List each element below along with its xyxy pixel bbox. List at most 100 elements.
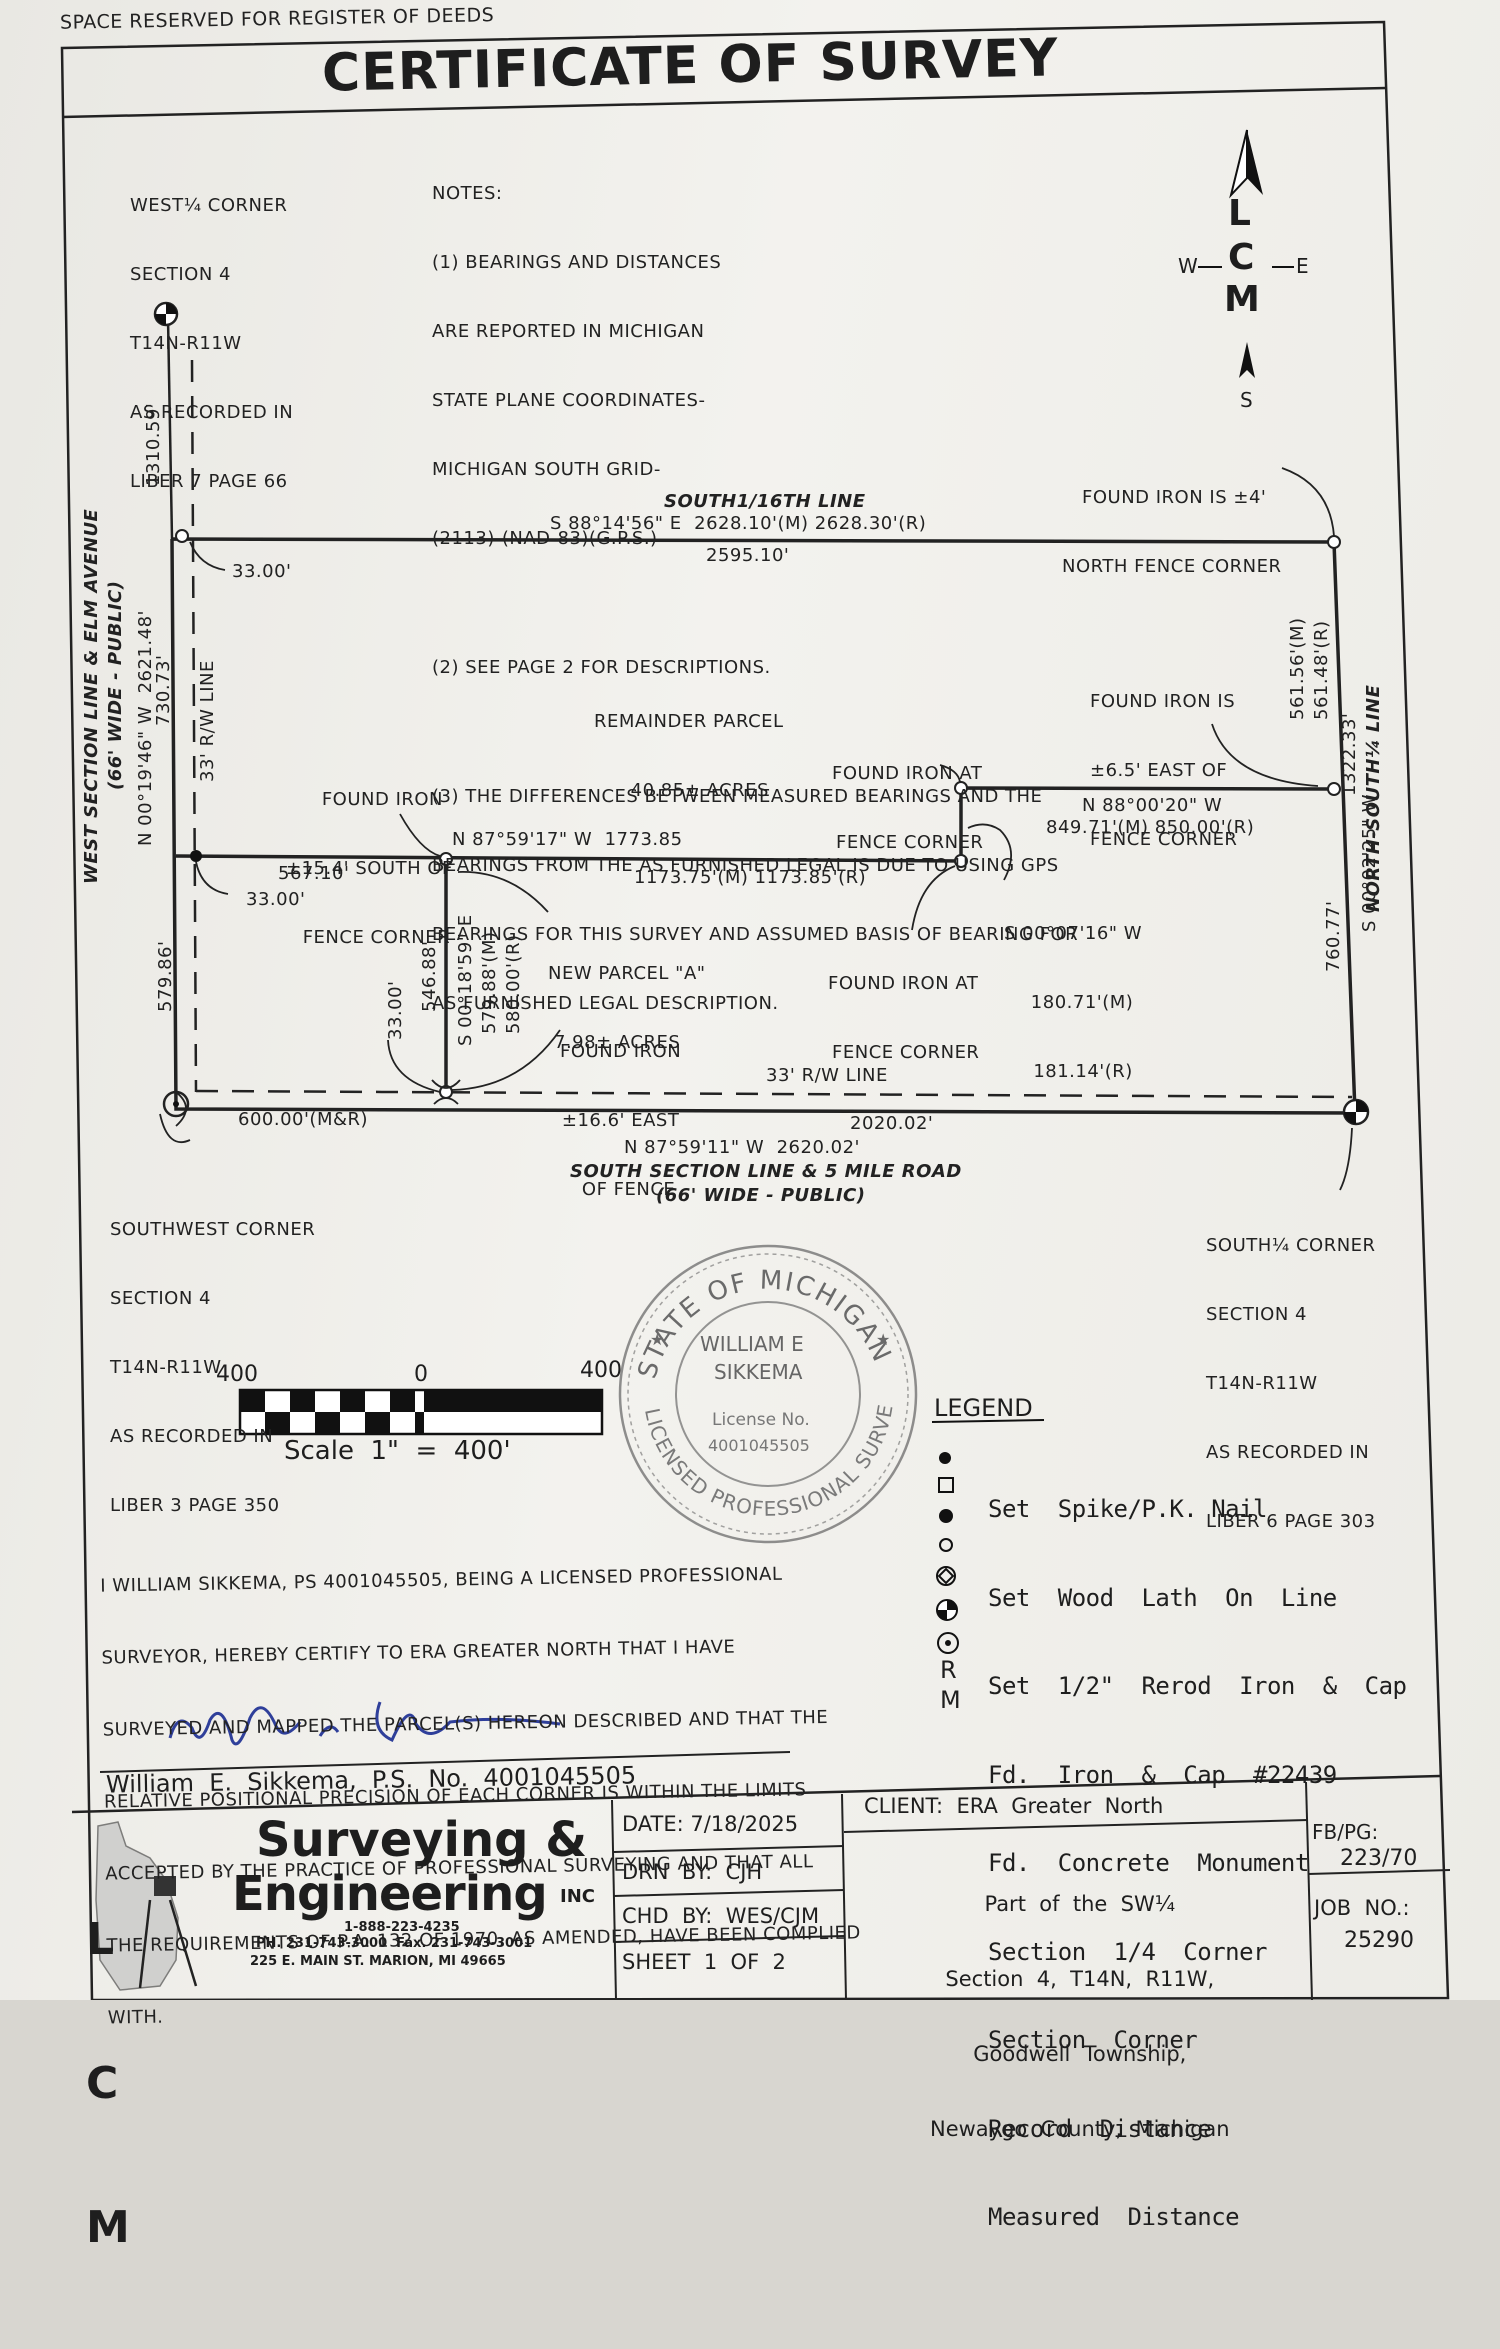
scale-caption: Scale 1" = 400': [284, 1436, 511, 1466]
parcel-a-north-line: [175, 786, 1335, 863]
cert-line: SURVEYED AND MAPPED THE PARCEL(S) HEREON…: [102, 1706, 829, 1741]
label-line: OF FENCE: [581, 1179, 676, 1200]
leader-north-fence: [1281, 467, 1335, 537]
east-line-bearing: S 00°02'25" W: [1359, 793, 1380, 932]
top-line-bearing: S 88°14'56" E 2628.10'(M) 2628.30'(R): [550, 513, 927, 534]
legend-lath-icon: [938, 1477, 954, 1493]
rw-line-33-vertical-label: 33' R/W LINE: [197, 660, 218, 782]
logo-letter: L: [86, 1914, 115, 1965]
corner-line: SOUTH¼ CORNER: [1206, 1235, 1376, 1256]
job-number-label: JOB NO.:: [1314, 1896, 1410, 1920]
notes-line: (1) BEARINGS AND DISTANCES: [432, 252, 722, 273]
location-description: Part of the SW¼ Section 4, T14N, R11W, G…: [930, 1842, 1230, 2192]
new-parcel-label: NEW PARCEL "A" 7.98± ACRES: [548, 916, 706, 1100]
corner-line: LIBER 7 PAGE 66: [130, 471, 288, 492]
north-arrow-icon: [1229, 129, 1263, 378]
label-line: ±6.5' EAST OF: [1090, 760, 1228, 781]
company-name-1: Surveying &: [256, 1812, 588, 1868]
location-line: Goodwell Township,: [973, 2042, 1187, 2066]
legend-item: Set Spike/P.K. Nail: [988, 1495, 1267, 1523]
company-inc: INC: [560, 1886, 595, 1907]
west-quarter-corner-icon: [153, 301, 179, 327]
label-line: 180.71'(M): [1030, 992, 1134, 1013]
east-upper-record: 561.48'(R): [1311, 620, 1332, 720]
south-16th-line-label: SOUTH1/16TH LINE: [664, 491, 866, 512]
label-line: NEW PARCEL "A": [548, 963, 706, 984]
cert-line: WITH.: [107, 2006, 164, 2029]
fd-iron-jog-bottom-icon: [954, 854, 968, 868]
corner-line: SECTION 4: [110, 1288, 211, 1309]
corner-line: SECTION 4: [1206, 1304, 1307, 1325]
legend-item: Set Wood Lath On Line: [988, 1583, 1337, 1612]
leader-jog: [967, 823, 1012, 881]
bottom-line-bearing: N 87°59'11" W 2620.02': [624, 1137, 860, 1158]
corner-line: AS RECORDED IN: [130, 402, 294, 423]
leader-sw-corner: [159, 1113, 191, 1144]
notes-line: NOTES:: [432, 183, 503, 204]
jog-bearing-label: S 00°07'16" W 180.71'(M) 181.14'(R): [1004, 876, 1142, 1129]
top-line-partial-distance: 2595.10': [706, 545, 790, 566]
parcel-a-546-distance: 546.88': [419, 940, 440, 1012]
company-phone-fax: PH. 231-743-3000 Fax. 231-743-3001: [256, 1936, 533, 1951]
found-iron-fence-corner-bottom-label: FOUND IRON AT FENCE CORNER: [828, 926, 979, 1110]
company-tollfree: 1-888-223-4235: [344, 1920, 460, 1935]
west-579-distance: 579.86': [155, 940, 176, 1012]
legend-symbols: [931, 1419, 1045, 1654]
mid-right-distance: 849.71'(M) 850.00'(R): [1046, 817, 1255, 838]
legend-title: LEGEND: [934, 1394, 1033, 1422]
client-name: CLIENT: ERA Greater North: [864, 1794, 1164, 1818]
location-line: Part of the SW¼: [984, 1892, 1176, 1916]
corner-line: LIBER 6 PAGE 303: [1206, 1511, 1376, 1532]
signature-rule: [99, 1751, 791, 1773]
leader-15-south: [399, 813, 441, 857]
legend-fd-iron-icon: [939, 1538, 953, 1552]
label-line: FOUND IRON AT: [832, 763, 983, 784]
fd-iron-parcel-a-ne-icon: [439, 852, 453, 866]
corner-line: SOUTHWEST CORNER: [110, 1219, 316, 1240]
leader-sw-corner-tick: [175, 1091, 187, 1127]
corner-line: T14N-R11W: [130, 333, 242, 354]
legend-item: Measured Distance: [988, 2203, 1240, 2231]
label-line: NORTH FENCE CORNER: [1062, 556, 1282, 577]
notes-line: (2113)-(NAD-83)(G.P.S.): [432, 528, 658, 549]
south-quarter-corner-icon: [1342, 1098, 1370, 1126]
north-arrow-s: S: [1240, 388, 1253, 412]
leader-parcel-a-tick2: [433, 1097, 459, 1105]
label-line: REMAINDER PARCEL: [594, 711, 784, 732]
leader-fence-corner-top: [939, 764, 961, 783]
bottom-2020-distance: 2020.02': [850, 1113, 934, 1134]
west-line-bearing: N 00°19'46" W 2621.48': [135, 610, 156, 846]
label-line: ±15.4' SOUTH OF: [286, 858, 453, 879]
east-total-distance: 1322.33': [1339, 712, 1360, 796]
logo-letter: C: [86, 2058, 119, 2109]
fd-iron-mid-east-icon: [1327, 782, 1341, 796]
cert-line: I WILLIAM SIKKEMA, PS 4001045505, BEING …: [100, 1563, 783, 1597]
notes-line: BEARINGS FROM THE AS FURNISHED LEGAL IS …: [432, 855, 1059, 876]
notes-line: [432, 596, 1078, 610]
label-line: 40.85± ACRES: [630, 780, 769, 801]
corner-line: T14N-R11W: [1206, 1373, 1318, 1394]
seal-name-2: SIKKEMA: [714, 1360, 803, 1384]
scale-left-label: 400: [216, 1362, 258, 1387]
leader-33-mid: [195, 861, 229, 895]
svg-text:★: ★: [876, 1330, 890, 1349]
dist-33-mid: 33.00': [246, 889, 306, 910]
dist-33-bottom: 33.00': [385, 980, 406, 1040]
label-line: FENCE CORNER: [832, 1042, 980, 1063]
north-arrow-c: C: [1228, 237, 1255, 278]
legend-item: Section 1/4 Corner: [988, 1937, 1267, 1966]
survey-date: DATE: 7/18/2025: [622, 1812, 799, 1836]
fd-iron-jog-top-icon: [954, 781, 968, 795]
north-arrow-l: L: [1228, 193, 1251, 234]
corner-line: AS RECORDED IN: [1206, 1442, 1370, 1463]
legend-rerod-icon: [939, 1509, 953, 1523]
rw-line-bottom: [195, 1089, 1353, 1099]
mid-right-bearing: N 88°00'20" W: [1082, 795, 1223, 816]
parcel-a-bearing: S 00°18'59" E: [455, 914, 476, 1046]
legend-item: Set 1/2" Rerod Iron & Cap: [988, 1672, 1407, 1700]
found-iron-north-fence-label: FOUND IRON IS ±4' NORTH FENCE CORNER: [1062, 440, 1282, 624]
tb-fb-row: [1307, 1869, 1451, 1875]
logo-letter: M: [86, 2202, 130, 2253]
seal-name-1: WILLIAM E: [700, 1332, 804, 1356]
label-line: 7.98± ACRES: [554, 1032, 681, 1053]
